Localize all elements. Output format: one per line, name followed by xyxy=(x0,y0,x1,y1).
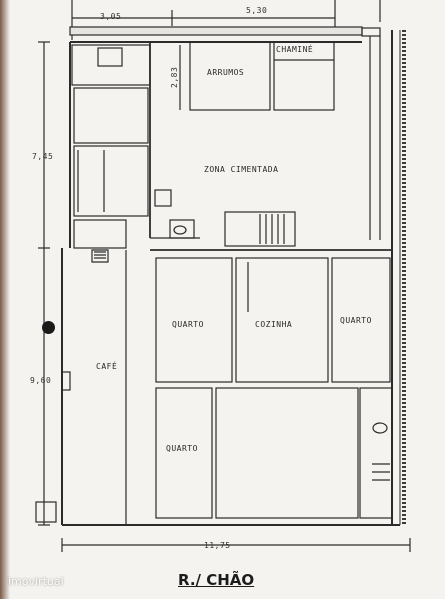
quarto-bottom-room xyxy=(155,387,213,519)
room-upper-left xyxy=(73,87,149,144)
cozinha-room xyxy=(235,257,329,383)
toilet-fixture-bottom xyxy=(372,422,388,434)
room-label-quarto-right: QUARTO xyxy=(340,316,372,325)
stair-lines xyxy=(94,251,106,259)
room-label-zona-cimentada: ZONA CIMENTADA xyxy=(204,165,279,174)
wc-top xyxy=(71,44,151,86)
top-wall xyxy=(69,26,363,36)
watermark-logo: imovirtual xyxy=(8,575,64,588)
room-label-quarto-bottom: QUARTO xyxy=(166,444,198,453)
toilet-fixture xyxy=(173,225,187,235)
stair-step xyxy=(91,249,109,263)
large-bottom-room xyxy=(215,387,359,519)
stair-area xyxy=(224,211,296,247)
wc-room xyxy=(169,219,195,239)
stair-treads xyxy=(259,214,285,244)
room-mid-left xyxy=(73,145,149,217)
chimney-box xyxy=(154,189,172,207)
arrumos-walls xyxy=(189,41,271,111)
chamine-walls xyxy=(273,41,335,111)
room-label-chamine: CHAMINÉ xyxy=(276,45,314,54)
dim-bottom-width: 11,75 xyxy=(204,541,231,550)
photo-edge xyxy=(0,0,10,599)
dim-top-right: 5,30 xyxy=(246,6,268,15)
room-label-arrumos: ARRUMOS xyxy=(207,68,245,77)
dim-left-upper: 7,45 xyxy=(32,152,54,161)
mid-left-partitions xyxy=(77,150,105,212)
dim-top-left: 3,05 xyxy=(100,12,122,21)
entrance-block xyxy=(35,501,57,523)
black-dot-marker xyxy=(42,321,55,334)
plan-title: R./ CHÃO xyxy=(178,571,255,589)
room-label-quarto-left: QUARTO xyxy=(172,320,204,329)
dim-arrumos-height: 2,83 xyxy=(170,66,179,88)
quarto-right-room xyxy=(331,257,391,383)
bottom-right-wc xyxy=(359,387,393,519)
room-label-cozinha: COZINHA xyxy=(255,320,293,329)
bottom-right-stairs xyxy=(372,463,390,481)
quarto-left-room xyxy=(155,257,233,383)
top-right-pillar xyxy=(361,27,381,37)
dim-left-lower: 9,60 xyxy=(30,376,52,385)
small-room-left xyxy=(73,219,127,249)
cafe-door xyxy=(61,371,71,391)
sink xyxy=(97,47,123,67)
room-label-cafe: CAFÉ xyxy=(96,362,118,371)
